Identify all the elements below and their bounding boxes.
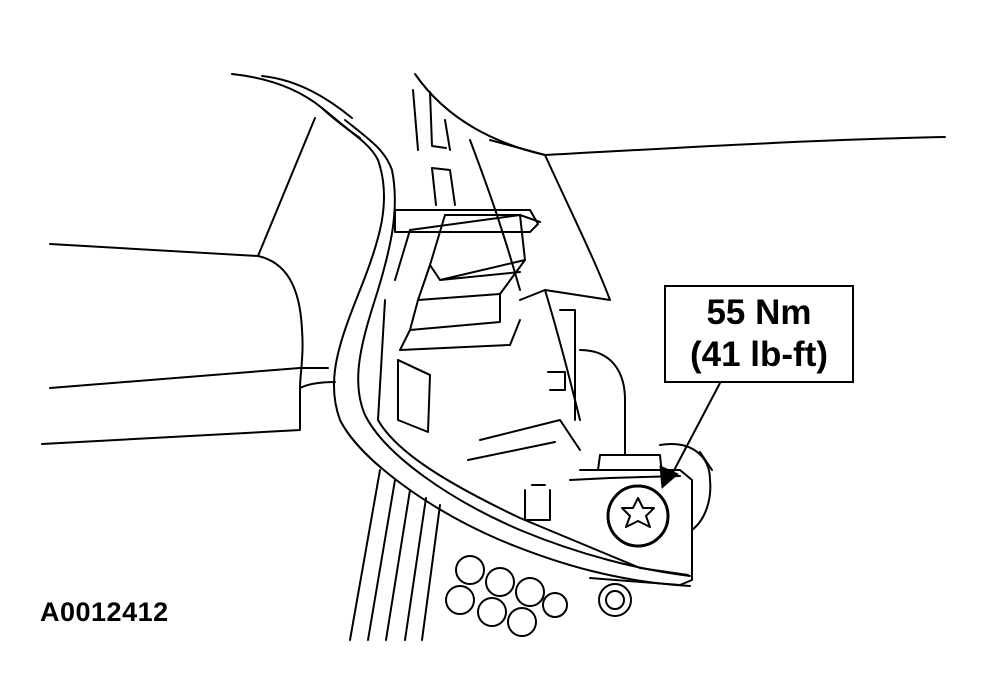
switch-block <box>394 167 539 351</box>
pedal-bracket-arm <box>321 107 691 587</box>
figure-id-label: A0012412 <box>40 597 169 627</box>
torque-metric-label: 55 Nm <box>706 293 812 332</box>
bolt-boss <box>579 443 713 586</box>
torque-callout: 55 Nm (41 lb-ft) <box>664 285 854 383</box>
hole-pattern <box>445 555 632 637</box>
upper-panel-outline <box>231 73 946 156</box>
lower-rib-detail <box>397 359 681 521</box>
leader-arrow-icon <box>659 382 721 489</box>
torx-bolt-icon <box>606 484 670 548</box>
torque-imperial-label: (41 lb-ft) <box>689 335 829 374</box>
left-panel-outline <box>41 117 336 445</box>
mounting-plate <box>467 139 626 461</box>
lower-track <box>349 469 441 641</box>
